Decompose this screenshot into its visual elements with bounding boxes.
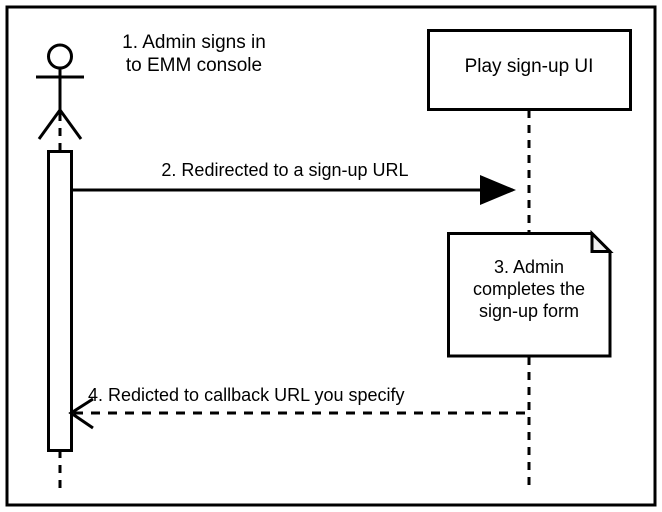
stick-figure-actor-head <box>47 43 73 70</box>
stick-figure-actor-leg-right <box>58 109 83 140</box>
note-step3 <box>447 229 614 358</box>
stick-figure-actor-leg-left <box>37 109 62 140</box>
annotation-step1: 1. Admin signs in to EMM console <box>122 32 266 77</box>
participant-box-play-signup-ui <box>427 29 632 111</box>
message-label-step4: 4. Redicted to callback URL you specify <box>88 385 405 405</box>
participant-label-play-signup-ui: Play sign-up UI <box>464 56 594 77</box>
message-arrow-step4-head <box>68 397 94 430</box>
message-label-step2: 2. Redirected to a sign-up URL <box>161 160 409 180</box>
note-step3-body <box>447 232 612 358</box>
activation-bar-admin <box>47 150 73 452</box>
note-step3-fold <box>590 229 614 253</box>
note-label-step3: 3. Admin completes the sign-up form <box>472 257 586 321</box>
actor-admin <box>36 43 84 140</box>
